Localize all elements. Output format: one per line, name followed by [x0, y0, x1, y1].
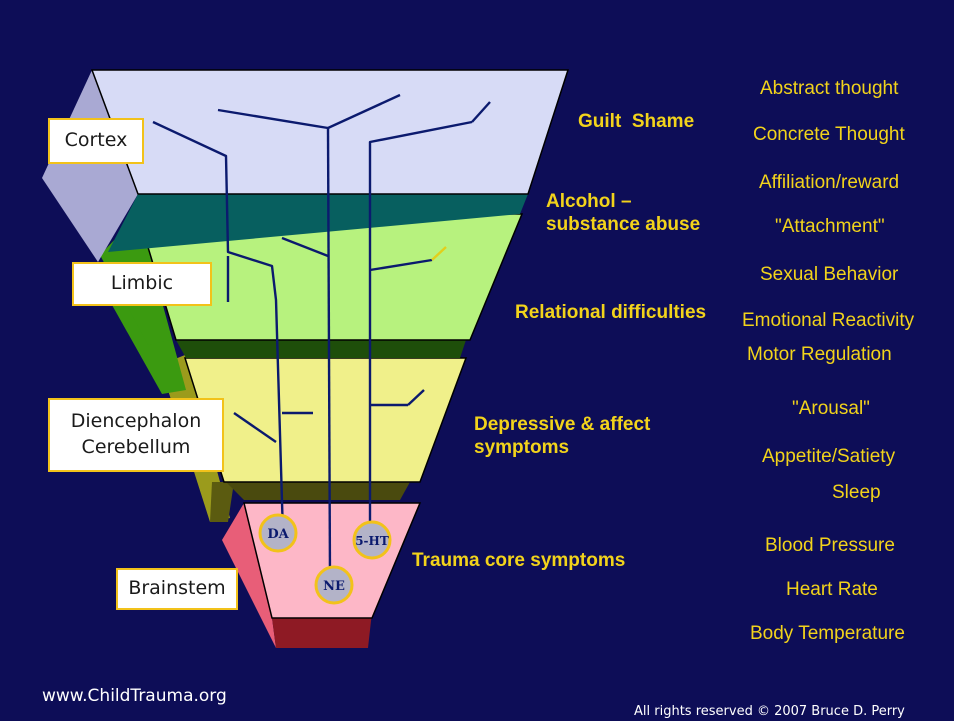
limbic-label: Limbic [72, 262, 212, 306]
svg-text:NE: NE [323, 579, 345, 594]
symptom-guilt-shame: Guilt Shame [578, 111, 694, 134]
brainstem-label-text: Brainstem [128, 576, 225, 602]
cerebellum-label-text: Cerebellum [82, 435, 191, 461]
symptom-alcohol: Alcohol – substance abuse [546, 191, 700, 237]
function-item: Concrete Thought [753, 124, 905, 146]
svg-text:DA: DA [267, 527, 289, 542]
function-item: Blood Pressure [765, 535, 895, 557]
diencephalon-label-text: Diencephalon [71, 409, 201, 435]
cortex-label: Cortex [48, 118, 144, 164]
symptom-depressive-line2: symptoms [474, 437, 650, 460]
function-item: Appetite/Satiety [762, 446, 895, 468]
symptom-relational: Relational difficulties [515, 302, 706, 325]
symptom-alcohol-line1: Alcohol – [546, 191, 700, 214]
function-item: Abstract thought [760, 78, 898, 100]
function-item: Affiliation/reward [759, 172, 899, 194]
copyright-notice: All rights reserved © 2007 Bruce D. Perr… [634, 704, 905, 719]
function-item: "Attachment" [775, 216, 885, 238]
function-item: Heart Rate [786, 579, 878, 601]
brainstem-label: Brainstem [116, 568, 238, 610]
function-item: Body Temperature [750, 623, 905, 645]
limbic-label-text: Limbic [111, 271, 173, 297]
function-item: Emotional Reactivity [742, 310, 914, 332]
symptom-alcohol-line2: substance abuse [546, 214, 700, 237]
function-item: Sleep [832, 482, 881, 504]
symptom-trauma-core: Trauma core symptoms [412, 550, 625, 573]
function-item: "Arousal" [792, 398, 870, 420]
ht5-nucleus: 5-HT [354, 522, 390, 558]
da-nucleus: DA [260, 515, 296, 551]
function-item: Sexual Behavior [760, 264, 898, 286]
function-item: Motor Regulation [747, 344, 892, 366]
cortex-label-text: Cortex [65, 128, 128, 154]
website-link[interactable]: www.ChildTrauma.org [42, 686, 227, 706]
ne-nucleus: NE [316, 567, 352, 603]
symptom-depressive-line1: Depressive & affect [474, 414, 650, 437]
symptom-depressive: Depressive & affect symptoms [474, 414, 650, 460]
svg-text:5-HT: 5-HT [355, 534, 389, 548]
diencephalon-cerebellum-label: Diencephalon Cerebellum [48, 398, 224, 472]
